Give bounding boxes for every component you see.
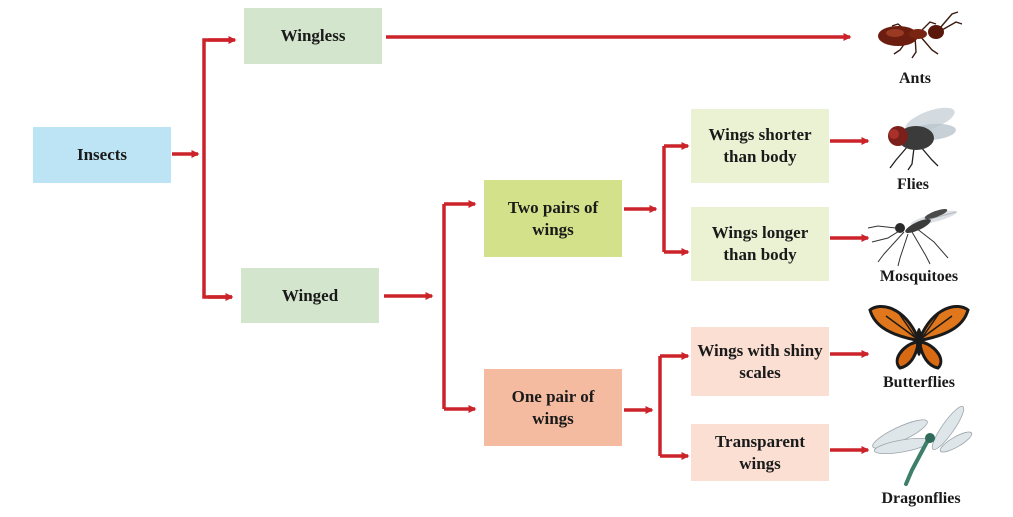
dragonfly-item: Dragonflies	[866, 398, 976, 512]
branch-insects	[202, 38, 232, 299]
flies-label: Flies	[897, 176, 929, 193]
butterfly-item: Butterflies	[864, 298, 974, 396]
wingless-box: Wingless	[244, 8, 382, 64]
wings-longer-box: Wings longer than body	[691, 207, 829, 281]
dragonfly-image	[872, 406, 973, 486]
one-pair-box: One pair of wings	[484, 369, 622, 446]
ants-label: Ants	[898, 70, 931, 87]
ant-item: Ants	[860, 0, 970, 90]
mosquito-image	[867, 209, 958, 267]
fly-item: Flies	[858, 98, 968, 198]
butterflies-label: Butterflies	[883, 374, 955, 391]
mosquitoes-label: Mosquitoes	[879, 268, 959, 285]
dragonflies-label: Dragonflies	[881, 490, 961, 507]
insects-box: Insects	[33, 127, 171, 183]
ant-image	[878, 11, 963, 59]
butterfly-image	[868, 305, 970, 370]
two-pairs-box: Two pairs of wings	[484, 180, 622, 257]
transparent-wings-box: Transparent wings	[691, 424, 829, 481]
wings-scales-box: Wings with shiny scales	[691, 327, 829, 396]
wings-shorter-box: Wings shorter than body	[691, 109, 829, 183]
fly-image	[888, 107, 956, 171]
winged-box: Winged	[241, 268, 379, 323]
mosquito-item: Mosquitoes	[864, 198, 974, 292]
